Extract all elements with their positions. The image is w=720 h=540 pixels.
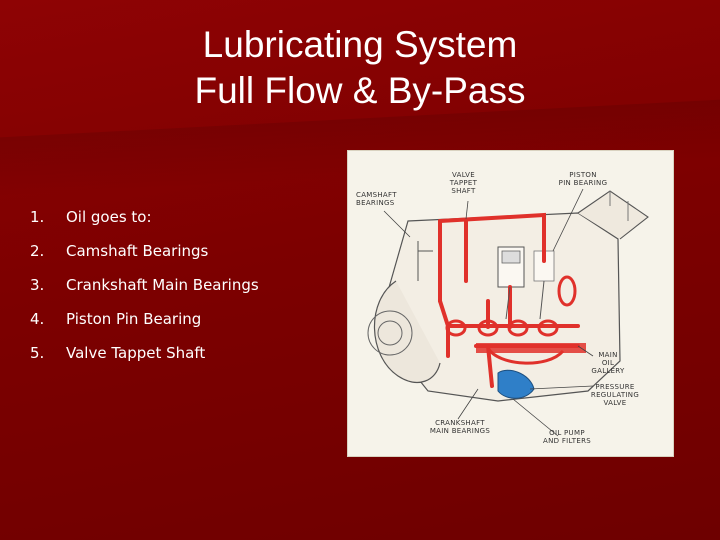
label-line: VALVE <box>584 399 646 407</box>
list-number: 5. <box>30 336 66 370</box>
label-line: PISTON <box>548 171 618 179</box>
list-item: 5.Valve Tappet Shaft <box>30 336 259 370</box>
label-line: REGULATING <box>584 391 646 399</box>
list-item: 1.Oil goes to: <box>30 200 259 234</box>
label-line: OIL <box>588 359 628 367</box>
list-item: 3.Crankshaft Main Bearings <box>30 268 259 302</box>
title-line-2: Full Flow & By-Pass <box>140 68 580 114</box>
list-number: 4. <box>30 302 66 336</box>
label-line: VALVE <box>436 171 491 179</box>
label-line: PRESSURE <box>584 383 646 391</box>
engine-lubrication-diagram: VALVE TAPPET SHAFT PISTON PIN BEARING CA… <box>347 150 674 457</box>
label-line: SHAFT <box>436 187 491 195</box>
list-number: 2. <box>30 234 66 268</box>
list-text: Oil goes to: <box>66 200 152 234</box>
label-line: OIL PUMP <box>532 429 602 437</box>
label-crankshaft-main-bearings: CRANKSHAFT MAIN BEARINGS <box>420 419 500 435</box>
oil-flow-list: 1.Oil goes to: 2.Camshaft Bearings 3.Cra… <box>30 200 259 370</box>
list-item: 2.Camshaft Bearings <box>30 234 259 268</box>
list-text: Valve Tappet Shaft <box>66 336 205 370</box>
label-main-oil-gallery: MAIN OIL GALLERY <box>588 351 628 375</box>
label-camshaft-bearings: CAMSHAFT BEARINGS <box>356 191 416 207</box>
label-pressure-regulating-valve: PRESSURE REGULATING VALVE <box>584 383 646 407</box>
title-line-1: Lubricating System <box>140 22 580 68</box>
label-valve-tappet-shaft: VALVE TAPPET SHAFT <box>436 171 491 195</box>
label-piston-pin-bearing: PISTON PIN BEARING <box>548 171 618 187</box>
label-line: CRANKSHAFT <box>420 419 500 427</box>
list-text: Camshaft Bearings <box>66 234 208 268</box>
label-line: AND FILTERS <box>532 437 602 445</box>
list-item: 4.Piston Pin Bearing <box>30 302 259 336</box>
label-line: TAPPET <box>436 179 491 187</box>
label-line: MAIN <box>588 351 628 359</box>
label-line: MAIN BEARINGS <box>420 427 500 435</box>
label-line: GALLERY <box>588 367 628 375</box>
list-number: 1. <box>30 200 66 234</box>
slide-title: Lubricating System Full Flow & By-Pass <box>140 22 580 114</box>
label-line: PIN BEARING <box>548 179 618 187</box>
list-text: Crankshaft Main Bearings <box>66 268 259 302</box>
list-text: Piston Pin Bearing <box>66 302 201 336</box>
label-line: CAMSHAFT <box>356 191 416 199</box>
label-line: BEARINGS <box>356 199 416 207</box>
list-number: 3. <box>30 268 66 302</box>
label-oil-pump-filters: OIL PUMP AND FILTERS <box>532 429 602 445</box>
